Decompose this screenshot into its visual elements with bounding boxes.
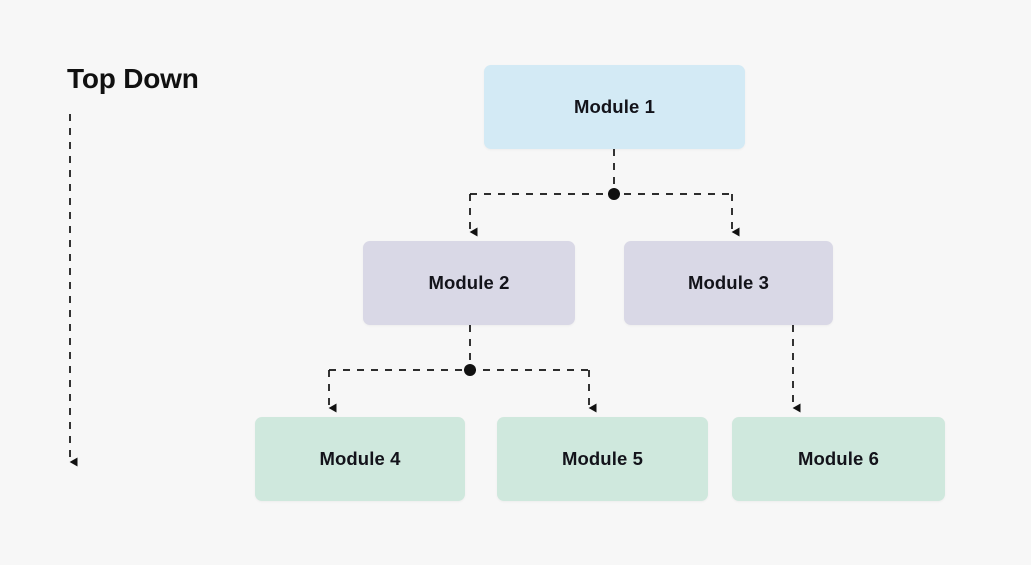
node-module-3[interactable]: Module 3	[624, 241, 833, 325]
node-module-4[interactable]: Module 4	[255, 417, 465, 501]
node-label: Module 6	[798, 448, 879, 469]
node-label: Module 4	[319, 448, 401, 469]
node-label: Module 1	[574, 96, 655, 117]
node-module-5[interactable]: Module 5	[497, 417, 708, 501]
junction-dot-mid	[464, 364, 476, 376]
node-module-1[interactable]: Module 1	[484, 65, 745, 149]
node-label: Module 5	[562, 448, 643, 469]
node-module-6[interactable]: Module 6	[732, 417, 945, 501]
top-down-label: Top Down	[67, 63, 199, 94]
node-module-2[interactable]: Module 2	[363, 241, 575, 325]
node-label: Module 2	[428, 272, 510, 293]
junction-dot-top	[608, 188, 620, 200]
node-label: Module 3	[688, 272, 769, 293]
